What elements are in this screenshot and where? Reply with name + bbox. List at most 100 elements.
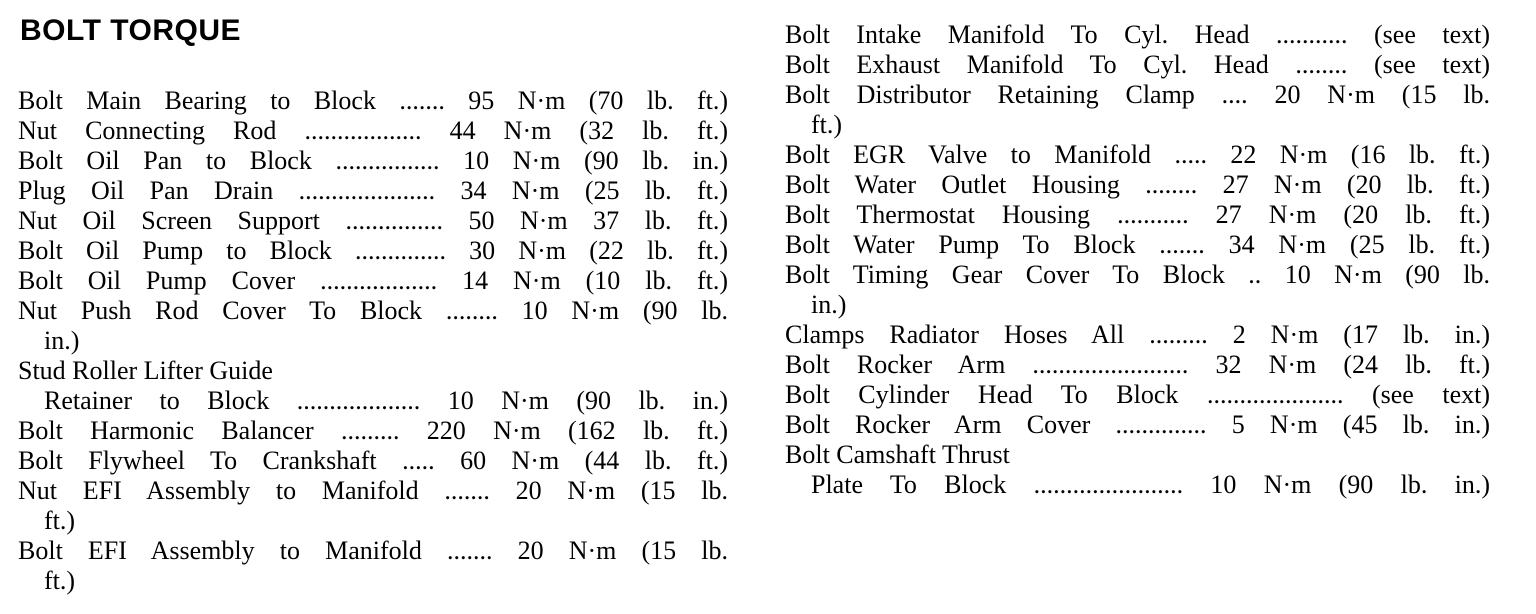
torque-item-label: Bolt Water Pump To Block xyxy=(785,230,1136,259)
leader-dots: ........... xyxy=(1117,200,1189,229)
torque-item-label: Bolt Harmonic Balancer xyxy=(18,416,314,445)
torque-line: Bolt Water Pump To Block ....... 34 N·m … xyxy=(785,230,1490,260)
torque-value: 60 N·m (44 lb. ft.) xyxy=(460,446,728,475)
torque-line: Plug Oil Pan Drain .....................… xyxy=(18,176,728,206)
leader-dots: ............... xyxy=(345,206,443,235)
leader-dots: .. xyxy=(1248,260,1262,289)
leader-dots: .................. xyxy=(320,266,438,295)
torque-line: ft.) xyxy=(18,506,728,536)
leader-dots: ..................... xyxy=(298,176,436,205)
torque-value: 44 N·m (32 lb. ft.) xyxy=(449,116,728,145)
torque-line: Nut Connecting Rod .................. 44… xyxy=(18,116,728,146)
torque-line: Bolt EFI Assembly to Manifold ....... 20… xyxy=(18,536,728,566)
torque-item-label: Bolt Main Bearing to Block xyxy=(18,86,376,115)
torque-item-label: Bolt Exhaust Manifold To Cyl. Head xyxy=(785,50,1269,79)
torque-value: 34 N·m (25 lb. ft.) xyxy=(1228,230,1490,259)
torque-value: 27 N·m (20 lb. ft.) xyxy=(1215,200,1490,229)
torque-list-right: Bolt Intake Manifold To Cyl. Head ......… xyxy=(785,20,1490,500)
torque-item-label: Bolt Cylinder Head To Block xyxy=(785,380,1179,409)
leader-dots: ....... xyxy=(1159,230,1205,259)
torque-item-label: Plate To Block xyxy=(811,470,1007,499)
torque-line: Nut Push Rod Cover To Block ........ 10 … xyxy=(18,296,728,326)
leader-dots: ......... xyxy=(341,416,400,445)
torque-value: 32 N·m (24 lb. ft.) xyxy=(1215,350,1490,379)
torque-item-label: Nut Connecting Rod xyxy=(18,116,277,145)
torque-item-label: Bolt Rocker Arm xyxy=(785,350,1006,379)
torque-line: Bolt Flywheel To Crankshaft ..... 60 N·m… xyxy=(18,446,728,476)
leader-dots: .............. xyxy=(1115,410,1207,439)
torque-value: 20 N·m (15 lb. xyxy=(515,476,728,505)
leader-dots: ................... xyxy=(296,386,421,415)
torque-line: Bolt EGR Valve to Manifold ..... 22 N·m … xyxy=(785,140,1490,170)
leader-dots: ....................... xyxy=(1033,470,1184,499)
torque-item-label: Bolt Oil Pump to Block xyxy=(18,236,332,265)
torque-item-label: ft.) xyxy=(811,110,843,139)
torque-item-label: Plug Oil Pan Drain xyxy=(18,176,274,205)
torque-item-label: in.) xyxy=(811,290,847,319)
torque-line: ft.) xyxy=(785,110,1490,140)
leader-dots: ....... xyxy=(446,536,493,565)
torque-item-label: Bolt Timing Gear Cover To Block xyxy=(785,260,1225,289)
leader-dots: ........ xyxy=(1295,50,1348,79)
torque-item-label: Bolt Thermostat Housing xyxy=(785,200,1090,229)
torque-value: 20 N·m (15 lb. xyxy=(1274,80,1490,109)
torque-line: Bolt Camshaft Thrust xyxy=(785,440,1490,470)
torque-item-label: Bolt Flywheel To Crankshaft xyxy=(18,446,377,475)
torque-value: 10 N·m (90 lb. in.) xyxy=(1210,470,1490,499)
torque-item-label: Bolt Oil Pump Cover xyxy=(18,266,296,295)
torque-line: Bolt Oil Pan to Block ................ 1… xyxy=(18,146,728,176)
torque-value: 27 N·m (20 lb. ft.) xyxy=(1222,170,1490,199)
torque-value: (see text) xyxy=(1373,50,1490,79)
page-title: BOLT TORQUE xyxy=(20,14,242,47)
torque-line: Clamps Radiator Hoses All ......... 2 N·… xyxy=(785,320,1490,350)
torque-line: Bolt Water Outlet Housing ........ 27 N·… xyxy=(785,170,1490,200)
torque-item-label: Bolt Oil Pan to Block xyxy=(18,146,312,175)
torque-line: Bolt Exhaust Manifold To Cyl. Head .....… xyxy=(785,50,1490,80)
torque-value: 95 N·m (70 lb. ft.) xyxy=(468,86,728,115)
torque-line: in.) xyxy=(785,290,1490,320)
torque-line: Stud Roller Lifter Guide xyxy=(18,356,728,386)
torque-item-label: Bolt Rocker Arm Cover xyxy=(785,410,1091,439)
torque-value: 10 N·m (90 lb. in.) xyxy=(447,386,728,415)
leader-dots: .............. xyxy=(354,236,446,265)
torque-item-label: Nut EFI Assembly to Manifold xyxy=(18,476,419,505)
torque-value: 10 N·m (90 lb. in.) xyxy=(463,146,728,175)
torque-line: Bolt Oil Pump to Block .............. 30… xyxy=(18,236,728,266)
torque-line: in.) xyxy=(18,326,728,356)
torque-item-label: Bolt EGR Valve to Manifold xyxy=(785,140,1152,169)
leader-dots: .................. xyxy=(304,116,422,145)
leader-dots: ........... xyxy=(1276,20,1348,49)
torque-line: Bolt Main Bearing to Block ....... 95 N·… xyxy=(18,86,728,116)
leader-dots: ........ xyxy=(1145,170,1198,199)
torque-item-label: ft.) xyxy=(44,506,76,535)
torque-item-label: Nut Push Rod Cover To Block xyxy=(18,296,423,325)
leader-dots: ........................ xyxy=(1032,350,1189,379)
leader-dots: ..... xyxy=(402,446,435,475)
torque-line: Bolt Distributor Retaining Clamp .... 20… xyxy=(785,80,1490,110)
torque-line: Nut EFI Assembly to Manifold ....... 20 … xyxy=(18,476,728,506)
torque-list-left: Bolt Main Bearing to Block ....... 95 N·… xyxy=(18,86,728,596)
torque-item-label: ft.) xyxy=(44,566,76,595)
torque-value: 34 N·m (25 lb. ft.) xyxy=(460,176,728,205)
torque-line: Bolt Oil Pump Cover .................. 1… xyxy=(18,266,728,296)
torque-item-label: Clamps Radiator Hoses All xyxy=(785,320,1125,349)
torque-item-label: Bolt Distributor Retaining Clamp xyxy=(785,80,1195,109)
leader-dots: ....... xyxy=(444,476,490,505)
torque-line: Plate To Block ....................... 1… xyxy=(785,470,1490,500)
torque-value: 22 N·m (16 lb. ft.) xyxy=(1230,140,1490,169)
torque-item-label: in.) xyxy=(44,326,80,355)
torque-item-label: Bolt Water Outlet Housing xyxy=(785,170,1120,199)
torque-value: 10 N·m (90 lb. xyxy=(521,296,728,325)
torque-line: Bolt Cylinder Head To Block ............… xyxy=(785,380,1490,410)
torque-item-label: Retainer to Block xyxy=(44,386,270,415)
leader-dots: .... xyxy=(1221,80,1248,109)
torque-line: ft.) xyxy=(18,566,728,596)
torque-value: 30 N·m (22 lb. ft.) xyxy=(469,236,728,265)
torque-item-label: Stud Roller Lifter Guide xyxy=(18,356,273,385)
leader-dots: ....... xyxy=(399,86,445,115)
torque-line: Retainer to Block ................... 10… xyxy=(18,386,728,416)
torque-line: Bolt Harmonic Balancer ......... 220 N·m… xyxy=(18,416,728,446)
torque-line: Bolt Thermostat Housing ........... 27 N… xyxy=(785,200,1490,230)
torque-line: Bolt Rocker Arm Cover .............. 5 N… xyxy=(785,410,1490,440)
torque-value: 220 N·m (162 lb. ft.) xyxy=(426,416,728,445)
